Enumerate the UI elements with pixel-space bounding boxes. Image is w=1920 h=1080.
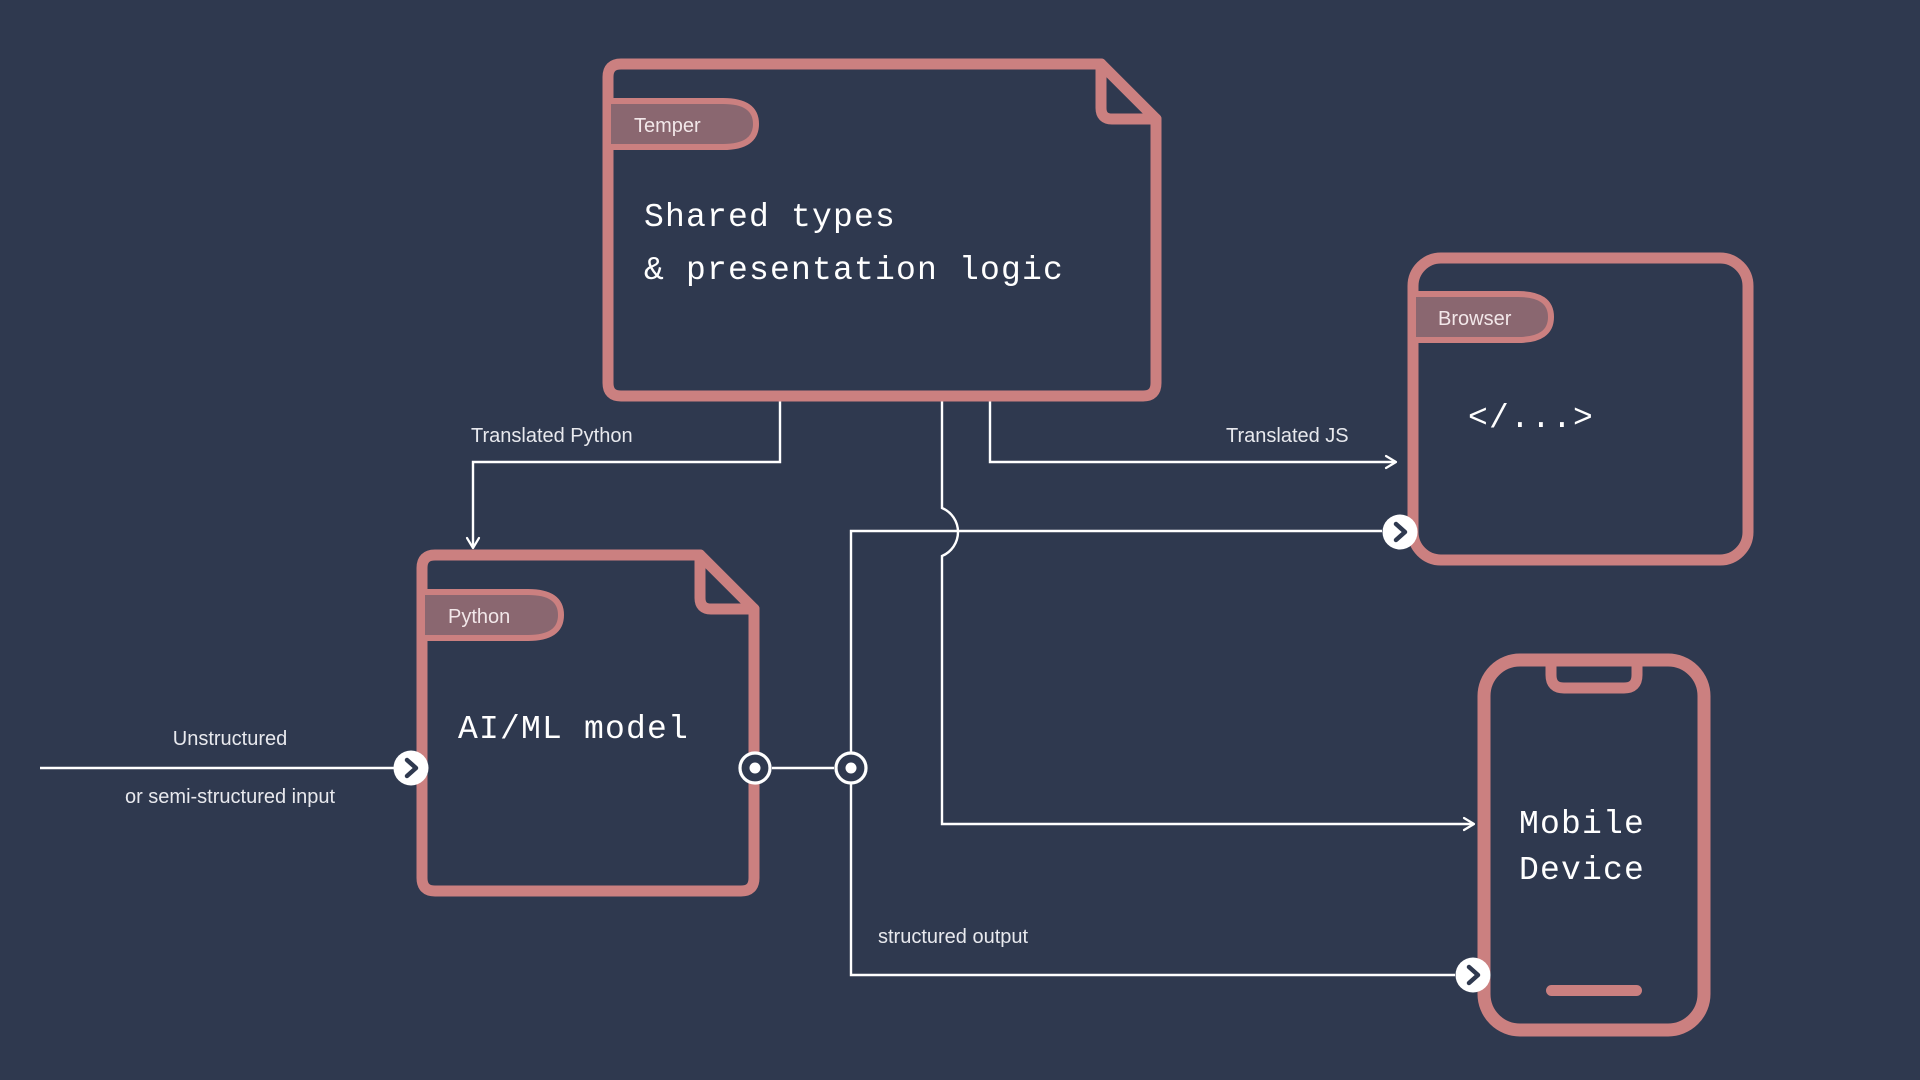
python-badge[interactable]: Python xyxy=(419,589,565,641)
node-browser[interactable]: Browser </...> xyxy=(1407,252,1754,566)
temper-badge-shape xyxy=(605,98,760,150)
browser-badge[interactable]: Browser xyxy=(1410,291,1555,343)
python-fold-corner-icon xyxy=(694,549,760,615)
edge-temper-to-mobile[interactable] xyxy=(940,396,1476,832)
edge-label-structured-output: structured output xyxy=(878,926,1029,948)
node-mobile-device[interactable]: Mobile Device xyxy=(1477,653,1711,1037)
temper-badge-label: Temper xyxy=(634,115,701,137)
browser-badge-label: Browser xyxy=(1438,308,1512,330)
chevron-right-icon-python-input[interactable] xyxy=(393,750,429,786)
temper-body-line-2: & presentation logic xyxy=(644,252,1064,289)
temper-badge[interactable]: Temper xyxy=(605,98,760,150)
browser-outline xyxy=(1407,252,1754,566)
temper-body-line-1: Shared types xyxy=(644,199,896,236)
temper-outline xyxy=(602,58,1162,402)
mobile-home-indicator-icon xyxy=(1546,985,1642,996)
arrow-marker-layer xyxy=(393,514,1491,993)
node-temper[interactable]: Temper Shared types & presentation logic xyxy=(602,58,1162,402)
edge-label-unstructured-input-line-1: Unstructured xyxy=(173,728,288,750)
edge-label-unstructured-input-line-2: or semi-structured input xyxy=(125,786,336,808)
python-outline xyxy=(416,549,760,897)
edge-label-layer: Translated Python Translated JS Unstruct… xyxy=(125,425,1349,948)
mobile-body-line-2: Device xyxy=(1519,852,1645,889)
edge-layer xyxy=(40,396,1476,977)
browser-body-line-1: </...> xyxy=(1468,400,1594,437)
browser-badge-shape xyxy=(1410,291,1555,343)
mobile-notch-icon xyxy=(1545,654,1643,694)
connector-bus-junction[interactable] xyxy=(834,751,868,785)
python-badge-label: Python xyxy=(448,606,510,628)
edge-label-translated-js: Translated JS xyxy=(1226,425,1349,447)
connector-layer xyxy=(738,751,868,785)
node-python[interactable]: Python AI/ML model xyxy=(416,549,760,897)
python-badge-shape xyxy=(419,589,565,641)
edge-label-translated-python: Translated Python xyxy=(471,425,633,447)
temper-fold-corner-icon xyxy=(1095,58,1162,125)
python-body-line-1: AI/ML model xyxy=(458,711,689,748)
mobile-body-line-1: Mobile xyxy=(1519,806,1645,843)
connector-python-out-port[interactable] xyxy=(738,751,772,785)
edge-translated-python[interactable] xyxy=(465,396,782,550)
edge-structured-output[interactable] xyxy=(849,768,1455,977)
edge-translated-js[interactable] xyxy=(988,396,1398,470)
chevron-right-icon-browser-input[interactable] xyxy=(1382,514,1418,550)
edge-python-to-browser[interactable] xyxy=(849,529,1382,768)
chevron-right-icon-mobile-input[interactable] xyxy=(1455,957,1491,993)
